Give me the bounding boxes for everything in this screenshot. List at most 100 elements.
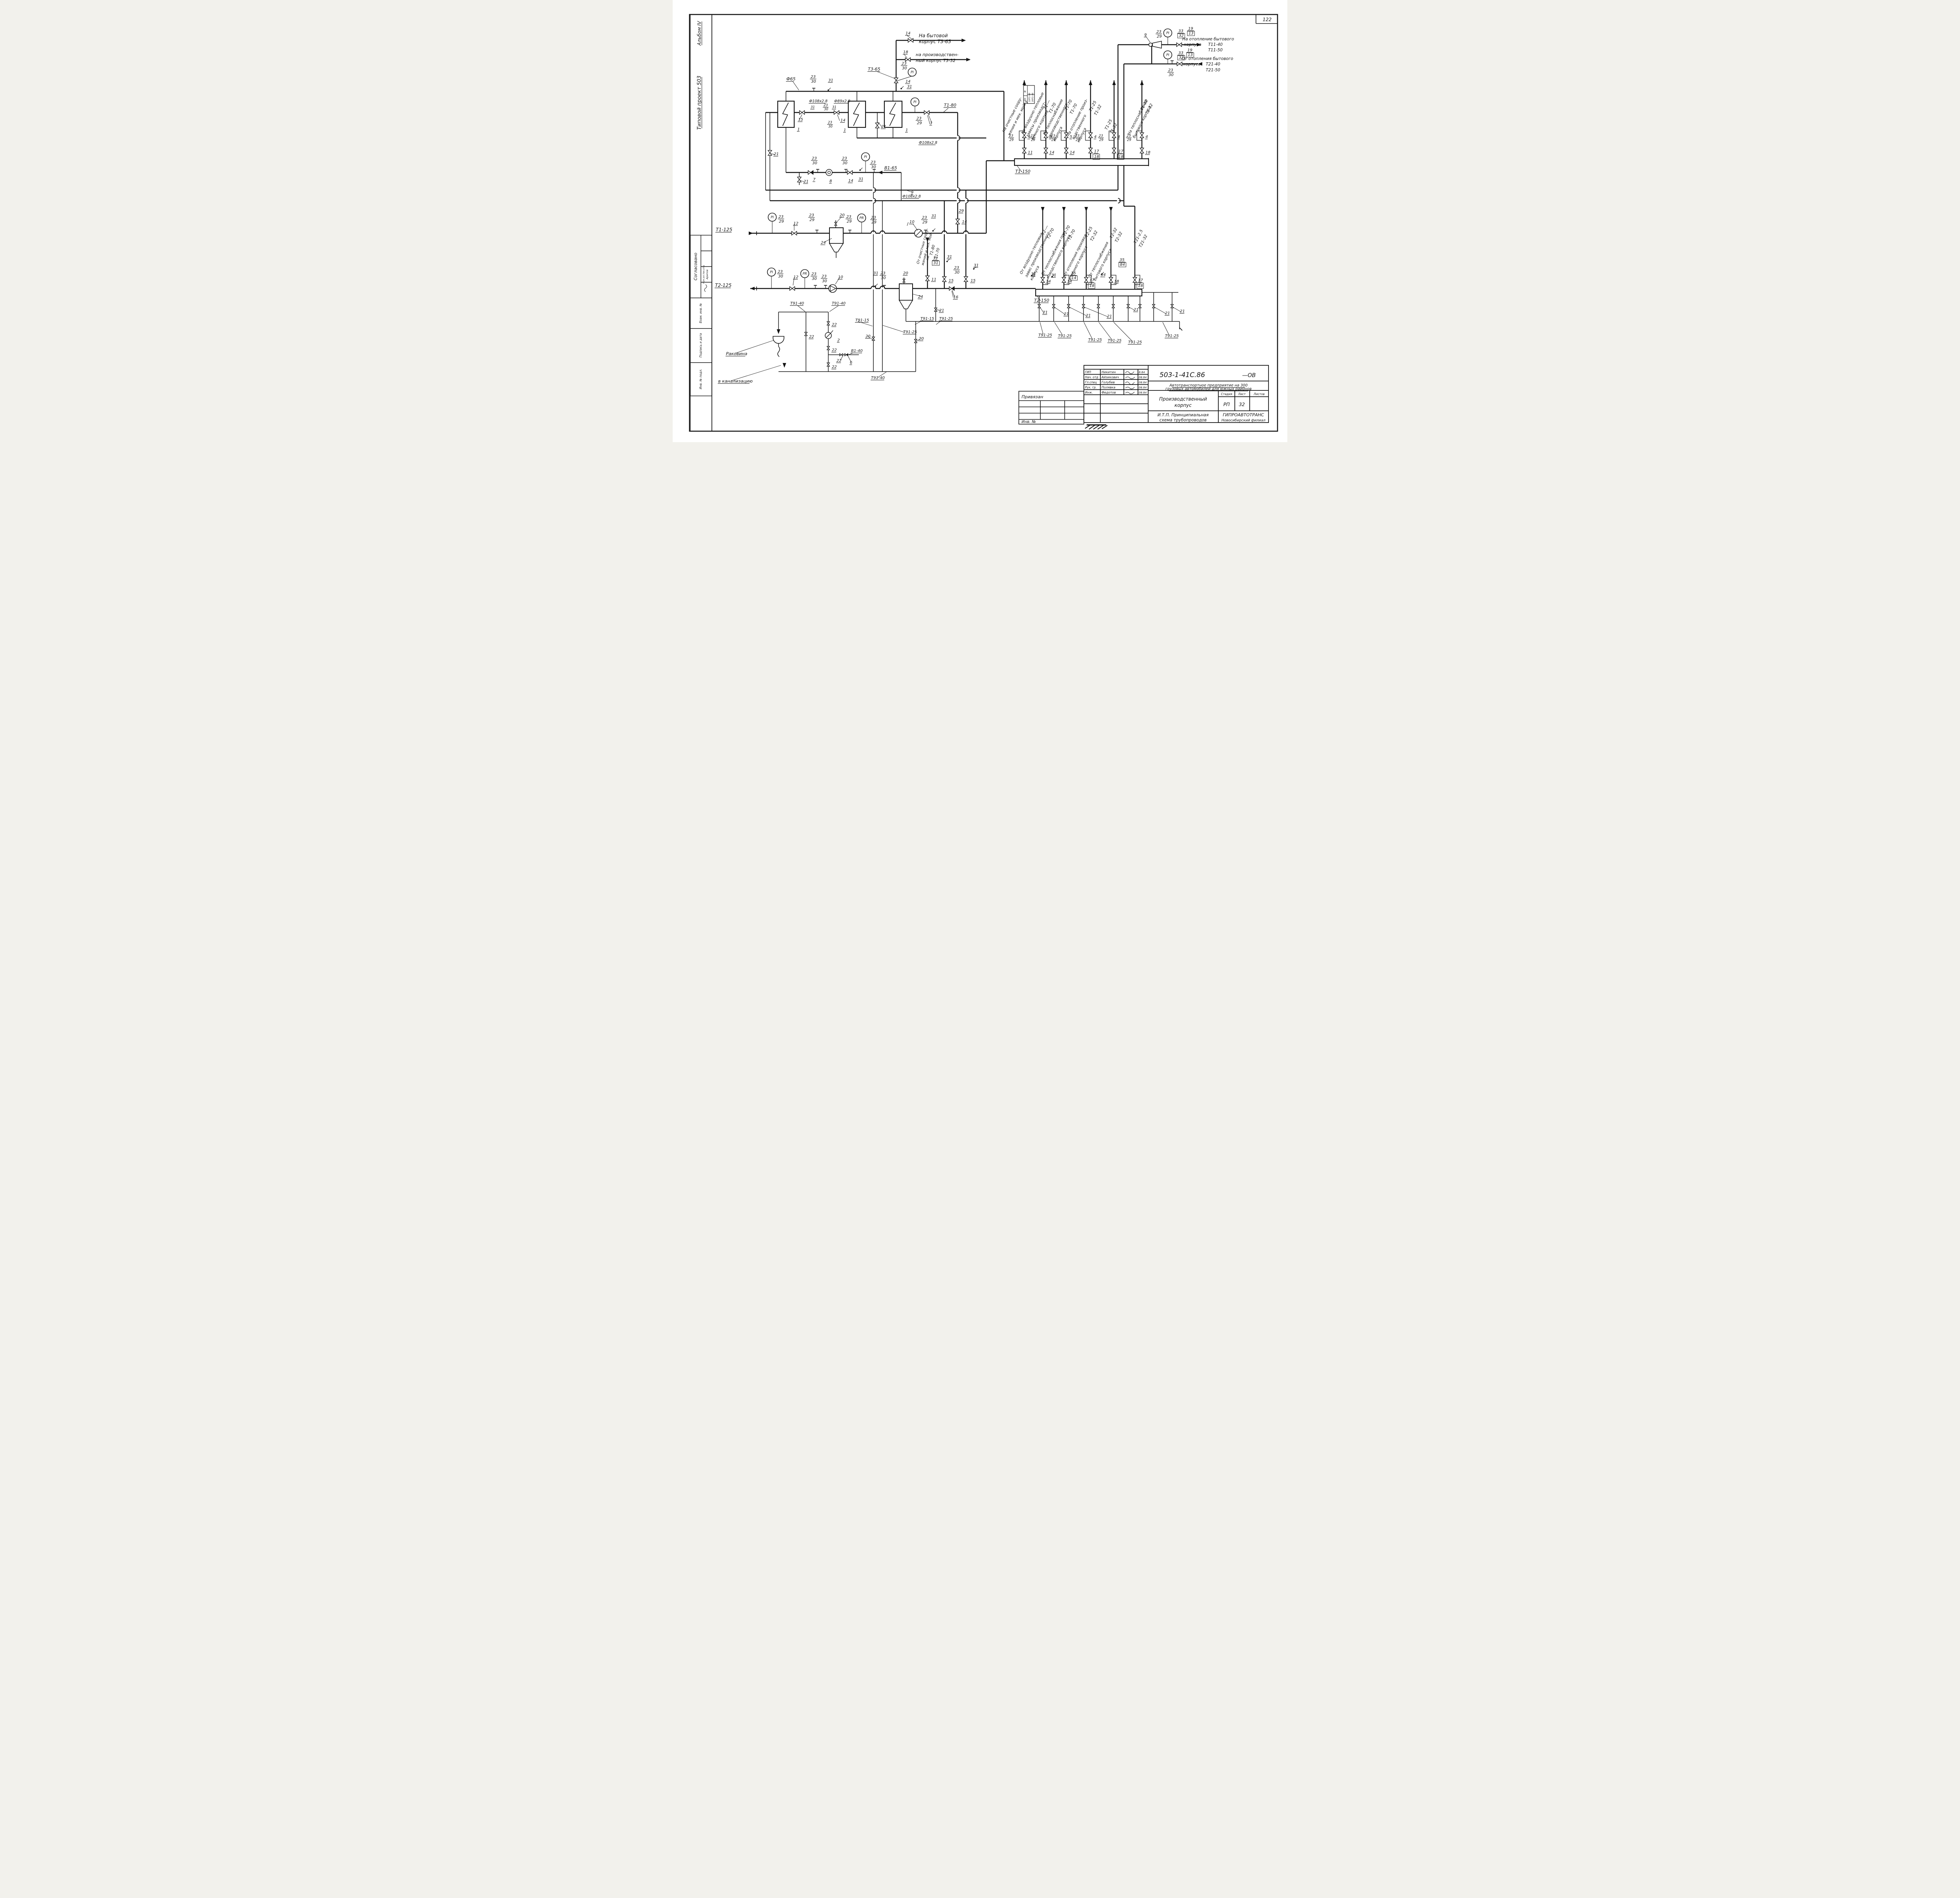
label-text: Привязан	[1022, 394, 1043, 399]
flow-arrow	[1022, 80, 1026, 85]
doc-code: 503-1-41С.86	[1160, 371, 1205, 379]
label-frac-top: 23	[842, 156, 847, 161]
label-text: Т91-15	[855, 318, 869, 323]
label-text: 21	[939, 308, 944, 313]
label-text: корпус	[1174, 403, 1192, 408]
label-text: 08.84	[1139, 376, 1147, 379]
drawing-label: 21	[1133, 308, 1139, 312]
drawing-label: 10	[838, 275, 843, 279]
frac-box	[1186, 53, 1194, 58]
label-frac-bottom: 29	[847, 220, 852, 224]
label-text: Раковина	[726, 351, 748, 356]
leader-line	[1162, 322, 1169, 335]
label-text: 29	[959, 209, 964, 213]
drawing-label: 4	[1027, 135, 1030, 139]
valve	[1063, 132, 1069, 136]
drawing-label: 14	[962, 220, 967, 224]
valve	[799, 110, 803, 115]
drawing-label: Т11-50	[1208, 48, 1223, 53]
label-text: Согласовано	[693, 253, 698, 281]
label-text: 31	[873, 271, 878, 276]
water-meter-inner	[827, 171, 831, 174]
label-box	[1088, 283, 1095, 289]
leader-line	[1113, 322, 1132, 341]
org-branch: Новосибирский филиал	[1221, 419, 1266, 423]
drawing-label: 14	[840, 118, 846, 123]
leader-line	[837, 114, 840, 121]
drawing-label: 31	[810, 105, 815, 109]
leader-line	[1083, 322, 1093, 339]
valve	[1170, 304, 1174, 307]
privyazan-title: Привязан	[1022, 394, 1043, 399]
valve	[1022, 150, 1027, 154]
label-text: 21	[1165, 311, 1170, 316]
valve	[1096, 304, 1100, 307]
label-text: 18	[903, 50, 908, 54]
valve	[955, 218, 960, 222]
leader-line	[800, 180, 805, 182]
label-text: Т91-25	[1108, 339, 1122, 343]
label-frac-bottom: 31	[933, 261, 938, 265]
label-text: Т21-50	[1206, 68, 1220, 73]
pipe-hop	[873, 198, 876, 203]
pump	[828, 284, 837, 293]
valve	[1088, 150, 1093, 154]
pipe-hop	[870, 285, 877, 289]
drawing-label: ки	[926, 255, 931, 261]
sink	[773, 336, 784, 344]
valve	[1179, 61, 1183, 67]
label-text: —ОВ	[1242, 372, 1256, 379]
label-text: 08.84	[1139, 381, 1147, 384]
label-text: Т91-40	[871, 376, 885, 380]
label-text: 1	[906, 128, 908, 132]
sig-name: Федотов	[1102, 391, 1116, 394]
flow-arrow	[1198, 62, 1202, 66]
valve	[1126, 304, 1130, 307]
valve	[926, 110, 930, 115]
gauge-label-PR: PR	[802, 272, 807, 276]
label-text: Т91-40	[832, 301, 846, 306]
drawing-label: 22	[809, 335, 814, 339]
pump-triangle	[830, 285, 837, 292]
label-frac-bottom: 30	[871, 165, 876, 169]
valve	[1082, 304, 1085, 307]
drawing-label: Т91-25	[1058, 334, 1072, 338]
label-text: 34	[1101, 273, 1106, 277]
label-text: Федотов	[1102, 391, 1116, 394]
label-text: 14	[1070, 151, 1075, 155]
valve	[846, 353, 848, 357]
drawing-label: Т91-25	[1038, 333, 1052, 338]
drawing-label: Т2-150	[1034, 298, 1049, 303]
margin-dept: Нач.эл.тех.отд	[702, 265, 705, 284]
drawing-label: 16	[953, 295, 958, 299]
label-text: 31	[811, 105, 815, 109]
drawing-label: 17	[1138, 278, 1143, 283]
valve-bypass-loop	[1135, 275, 1140, 285]
valve	[871, 338, 875, 341]
flow-arrow	[777, 329, 780, 334]
instrument-stem	[896, 76, 913, 82]
label-text: 14	[906, 31, 911, 36]
label-box	[1093, 154, 1100, 160]
label-text: Ф65	[786, 76, 795, 82]
valve	[1022, 132, 1027, 136]
mud-filter-cone	[898, 300, 913, 309]
label-frac-bottom: 30	[811, 80, 816, 84]
pipe-hop	[957, 198, 960, 203]
leader-line	[907, 222, 909, 226]
label-frac-top: 33	[1178, 51, 1183, 55]
valve	[844, 353, 847, 357]
drawing-label: 24	[820, 241, 826, 245]
drawing-label: Ф89х2.8	[834, 99, 850, 103]
drawing-label: 31	[832, 105, 837, 109]
label-text: 6	[850, 361, 852, 365]
label-text: 21	[1086, 314, 1091, 318]
drawing-label: 20	[839, 213, 845, 218]
label-text: Т91-25	[1165, 334, 1179, 338]
label-text: 21	[1107, 314, 1112, 319]
